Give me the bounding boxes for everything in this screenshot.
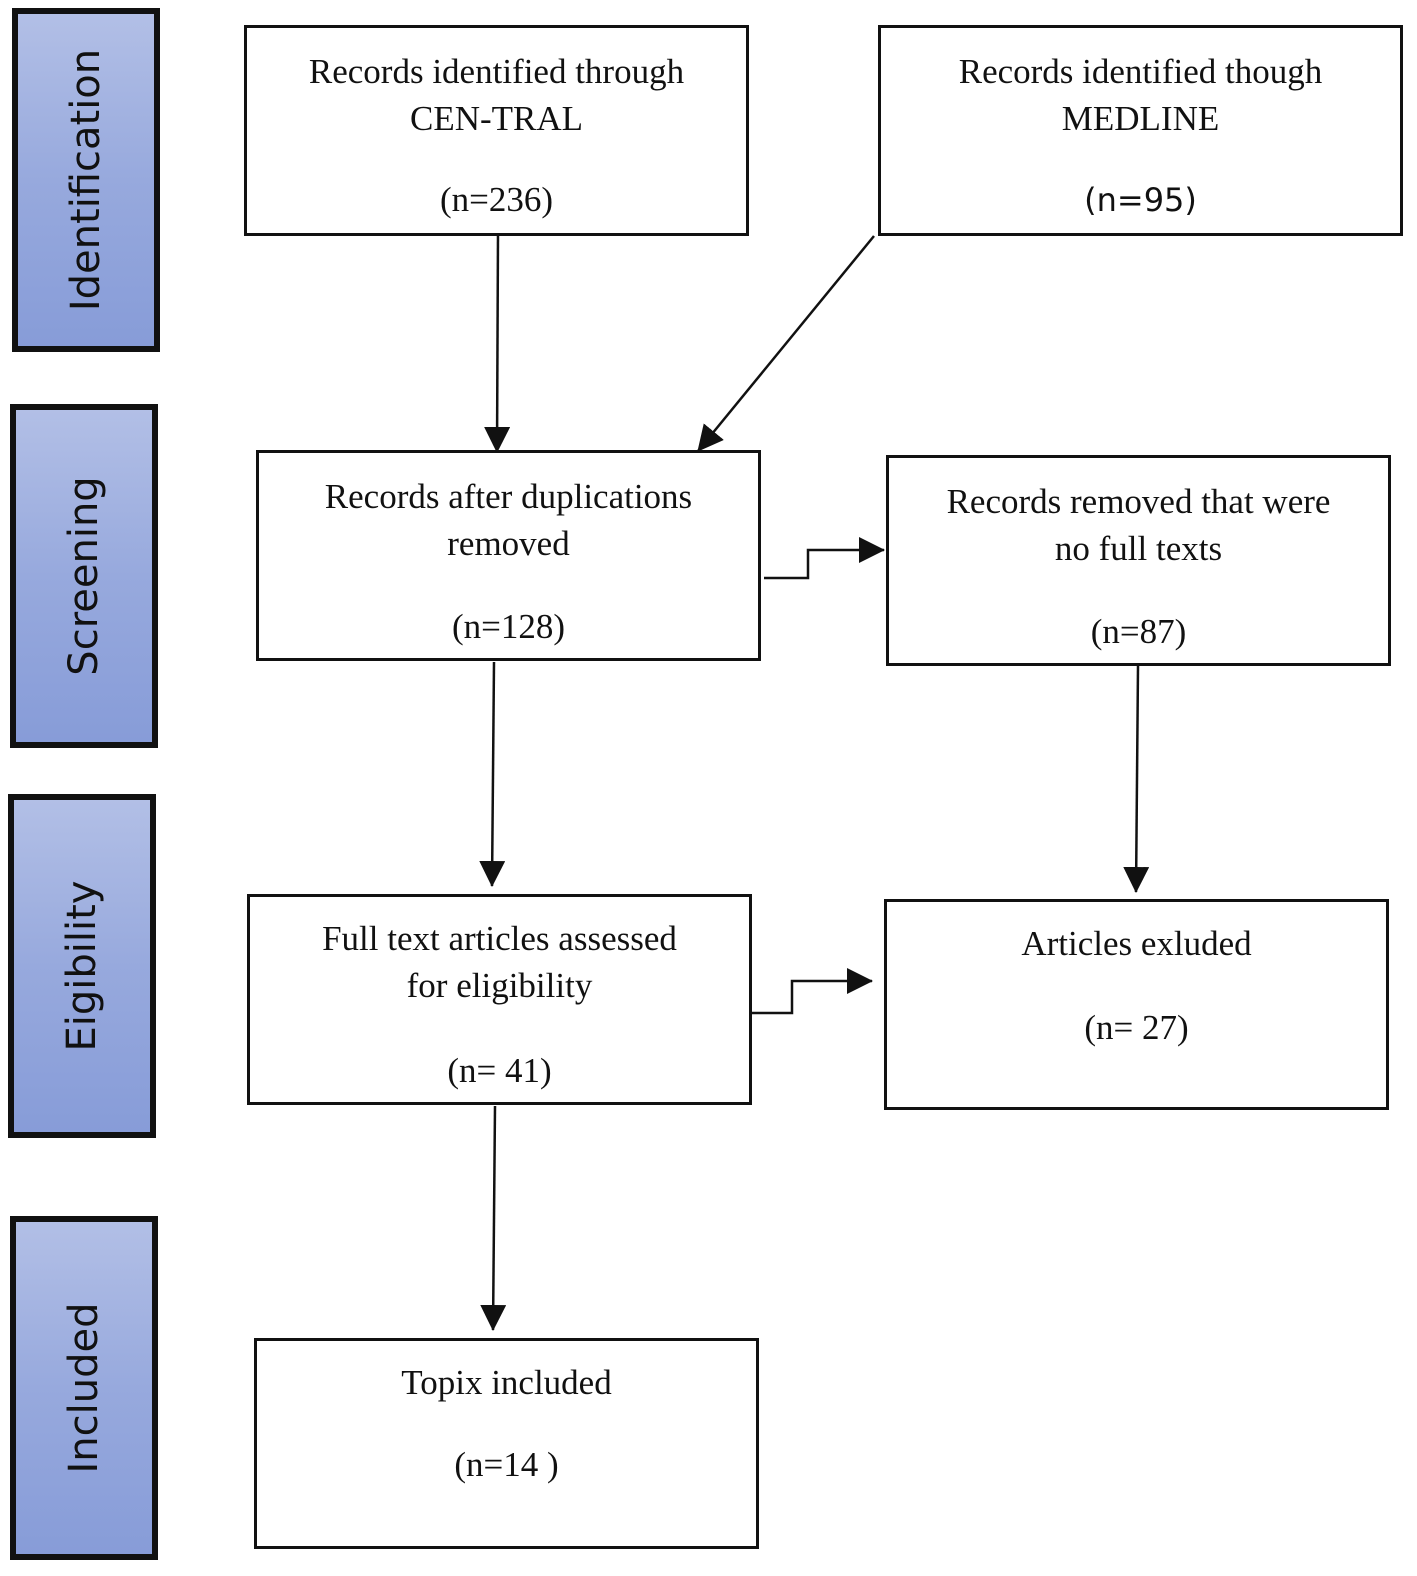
box-articles-excluded-count: (n= 27) <box>1084 1008 1189 1047</box>
box-records-medline: Records identified though MEDLINE (n=95) <box>878 25 1403 236</box>
stage-identification: Identification <box>12 8 160 352</box>
box-full-text-assessed-title: Full text articles assessed for eligibil… <box>322 919 677 1005</box>
arrow-medline-to-dedup <box>697 235 875 452</box>
stage-screening: Screening <box>10 404 158 748</box>
box-after-duplicates-count: (n=128) <box>451 607 566 646</box>
box-records-central-title: Records identified through CEN-TRAL <box>308 52 685 138</box>
box-full-text-assessed: Full text articles assessed for eligibil… <box>247 894 752 1105</box>
arrow-central-to-dedup <box>484 231 511 453</box>
stage-included: Included <box>10 1216 158 1560</box>
box-topix-included-count: (n=14 ) <box>454 1445 559 1484</box>
stage-eligibility: Eigibility <box>8 794 156 1138</box>
box-no-full-text-count: (n=87) <box>1090 612 1187 651</box>
box-records-central: Records identified through CEN-TRAL (n=2… <box>244 25 749 236</box>
box-records-medline-count: (n=95) <box>1084 181 1197 219</box>
box-articles-excluded: Articles exluded (n= 27) <box>884 899 1389 1110</box>
arrow-removed-to-excluded <box>1123 665 1150 893</box>
arrow-dedup-to-removed <box>764 537 885 580</box>
box-articles-excluded-title: Articles exluded <box>1021 924 1252 963</box>
arrow-assessed-to-included <box>480 1105 507 1331</box>
box-after-duplicates: Records after duplications removed (n=12… <box>256 450 761 661</box>
arrow-dedup-to-assessed <box>479 661 506 887</box>
box-no-full-text-title: Records removed that were no full texts <box>946 482 1331 568</box>
box-records-central-count: (n=236) <box>439 180 554 219</box>
box-topix-included-title: Topix included <box>401 1363 612 1402</box>
box-full-text-assessed-count: (n= 41) <box>447 1051 552 1090</box>
box-records-medline-title: Records identified though MEDLINE <box>958 52 1323 138</box>
arrow-assessed-to-excluded <box>748 968 873 1015</box>
box-after-duplicates-title: Records after duplications removed <box>324 477 693 563</box>
box-no-full-text: Records removed that were no full texts … <box>886 455 1391 666</box>
box-topix-included: Topix included (n=14 ) <box>254 1338 759 1549</box>
